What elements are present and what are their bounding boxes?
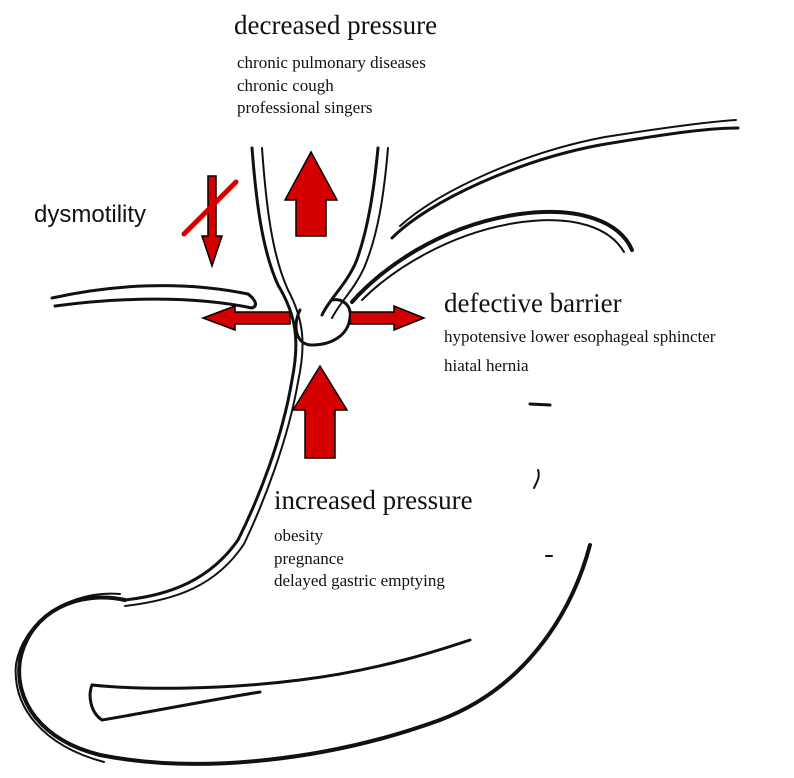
increased-pressure-heading: increased pressure bbox=[274, 487, 473, 514]
pylorus-loop bbox=[90, 685, 260, 720]
arrow-up-decreased bbox=[285, 152, 337, 236]
defective-item-2: hiatal hernia bbox=[444, 355, 715, 378]
stomach-greater-curvature-inner bbox=[16, 594, 120, 762]
diaphragm-left bbox=[52, 286, 255, 308]
stomach-lesser-curvature bbox=[92, 640, 470, 688]
arrow-left-barrier bbox=[203, 306, 290, 330]
decreased-item-3: professional singers bbox=[237, 97, 426, 120]
dysmotility-label: dysmotility bbox=[34, 203, 146, 227]
diaphragm-right-upper-inner bbox=[400, 120, 736, 226]
stomach-mark-1 bbox=[530, 404, 550, 405]
increased-pressure-list: obesity pregnance delayed gastric emptyi… bbox=[274, 525, 445, 593]
increased-item-2: pregnance bbox=[274, 548, 445, 571]
decreased-item-1: chronic pulmonary diseases bbox=[237, 52, 426, 75]
stomach-mark-2 bbox=[534, 470, 539, 488]
decreased-pressure-heading: decreased pressure bbox=[234, 12, 437, 39]
decreased-pressure-list: chronic pulmonary diseases chronic cough… bbox=[237, 52, 426, 120]
increased-item-1: obesity bbox=[274, 525, 445, 548]
arrow-up-increased bbox=[293, 366, 347, 458]
defective-barrier-heading: defective barrier bbox=[444, 290, 622, 317]
defective-barrier-list: hypotensive lower esophageal sphincter h… bbox=[444, 326, 715, 377]
arrow-down-dysmotility bbox=[202, 176, 222, 266]
increased-item-3: delayed gastric emptying bbox=[274, 570, 445, 593]
sphincter-outline bbox=[296, 300, 350, 345]
arrow-right-barrier bbox=[350, 306, 424, 330]
decreased-item-2: chronic cough bbox=[237, 75, 426, 98]
defective-item-1: hypotensive lower esophageal sphincter bbox=[444, 326, 715, 349]
